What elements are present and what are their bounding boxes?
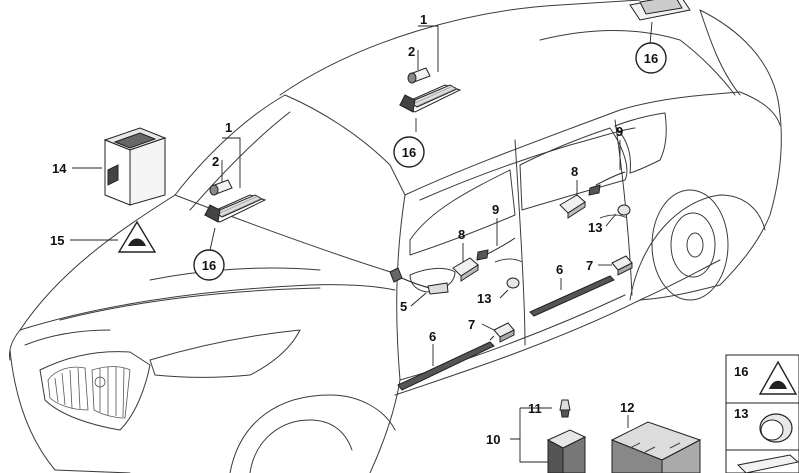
part-1-rear-interior-lamp xyxy=(398,84,462,113)
part-1-front-interior-lamp xyxy=(203,194,267,223)
part-11-bulb xyxy=(559,399,571,418)
callout-16-front-lamp: 16 xyxy=(193,249,225,281)
part-2-rear-bulb xyxy=(407,67,431,84)
grommet-plug-icon xyxy=(759,413,793,443)
callout-1-front-lamp: 1 xyxy=(225,120,232,135)
callout-11: 11 xyxy=(528,401,542,416)
callout-16-front-lamp-text: 16 xyxy=(202,258,216,273)
callout-16-rear-lamp-text: 16 xyxy=(402,145,416,160)
part-7-rear-sill-connector xyxy=(611,255,633,276)
circled-callouts: 16 16 16 xyxy=(193,42,667,281)
callout-13-rear-door: 13 xyxy=(588,220,602,235)
warning-label-15 xyxy=(117,220,157,253)
callout-16-top-right-text: 16 xyxy=(644,51,658,66)
part-5-mirror-wire xyxy=(389,267,449,295)
callout-13-front-door: 13 xyxy=(477,291,491,306)
leader-lines xyxy=(70,21,653,463)
callout-9-front-door: 9 xyxy=(492,202,499,217)
part-2-front-bulb xyxy=(209,179,233,196)
callout-5: 5 xyxy=(400,299,407,314)
callout-14: 14 xyxy=(52,161,67,176)
callout-15: 15 xyxy=(50,233,64,248)
kidney-grille xyxy=(47,366,131,419)
part-8-rear-door-switch xyxy=(559,194,586,219)
callout-labels: 1 2 1 2 14 15 9 8 13 9 8 13 5 6 7 6 7 11… xyxy=(50,12,634,447)
callout-16-top-right: 16 xyxy=(635,42,667,74)
callout-2-front-bulb: 2 xyxy=(212,154,219,169)
callout-16-rear-lamp: 16 xyxy=(393,136,425,168)
callout-6-rear-sill: 6 xyxy=(556,262,563,277)
part-9-front-door-wire xyxy=(476,237,516,261)
small-screw-icon xyxy=(736,454,799,473)
part-rear-reading-lamp xyxy=(629,0,691,21)
legend-panel: 16 13 xyxy=(725,354,799,473)
part-6-front-sill-strip xyxy=(397,341,495,391)
part-7-front-sill-connector xyxy=(489,322,515,343)
callout-1-rear-lamp: 1 xyxy=(420,12,427,27)
part-13-front-door-plug xyxy=(506,277,520,289)
callout-8-rear-door: 8 xyxy=(571,164,578,179)
part-8-front-door-switch xyxy=(452,257,479,282)
callout-12: 12 xyxy=(620,400,634,415)
callout-9-rear-door: 9 xyxy=(616,124,623,139)
part-12-control-unit xyxy=(610,421,702,473)
legend-13-number: 13 xyxy=(734,406,748,421)
callout-8-front-door: 8 xyxy=(458,227,465,242)
part-13-rear-door-plug xyxy=(617,204,631,216)
callout-7-rear-sill: 7 xyxy=(586,258,593,273)
warning-label-icon xyxy=(758,360,798,395)
part-14-light-module xyxy=(103,127,167,206)
callout-7-front-sill: 7 xyxy=(468,317,475,332)
part-10-lamp-housing xyxy=(546,429,587,473)
callout-2-rear-bulb: 2 xyxy=(408,44,415,59)
callout-10: 10 xyxy=(486,432,500,447)
part-6-rear-sill-strip xyxy=(529,275,615,317)
part-9-rear-door-wire xyxy=(588,171,626,196)
callout-6-front-sill: 6 xyxy=(429,329,436,344)
car-outline xyxy=(9,0,782,473)
legend-16-number: 16 xyxy=(734,364,748,379)
